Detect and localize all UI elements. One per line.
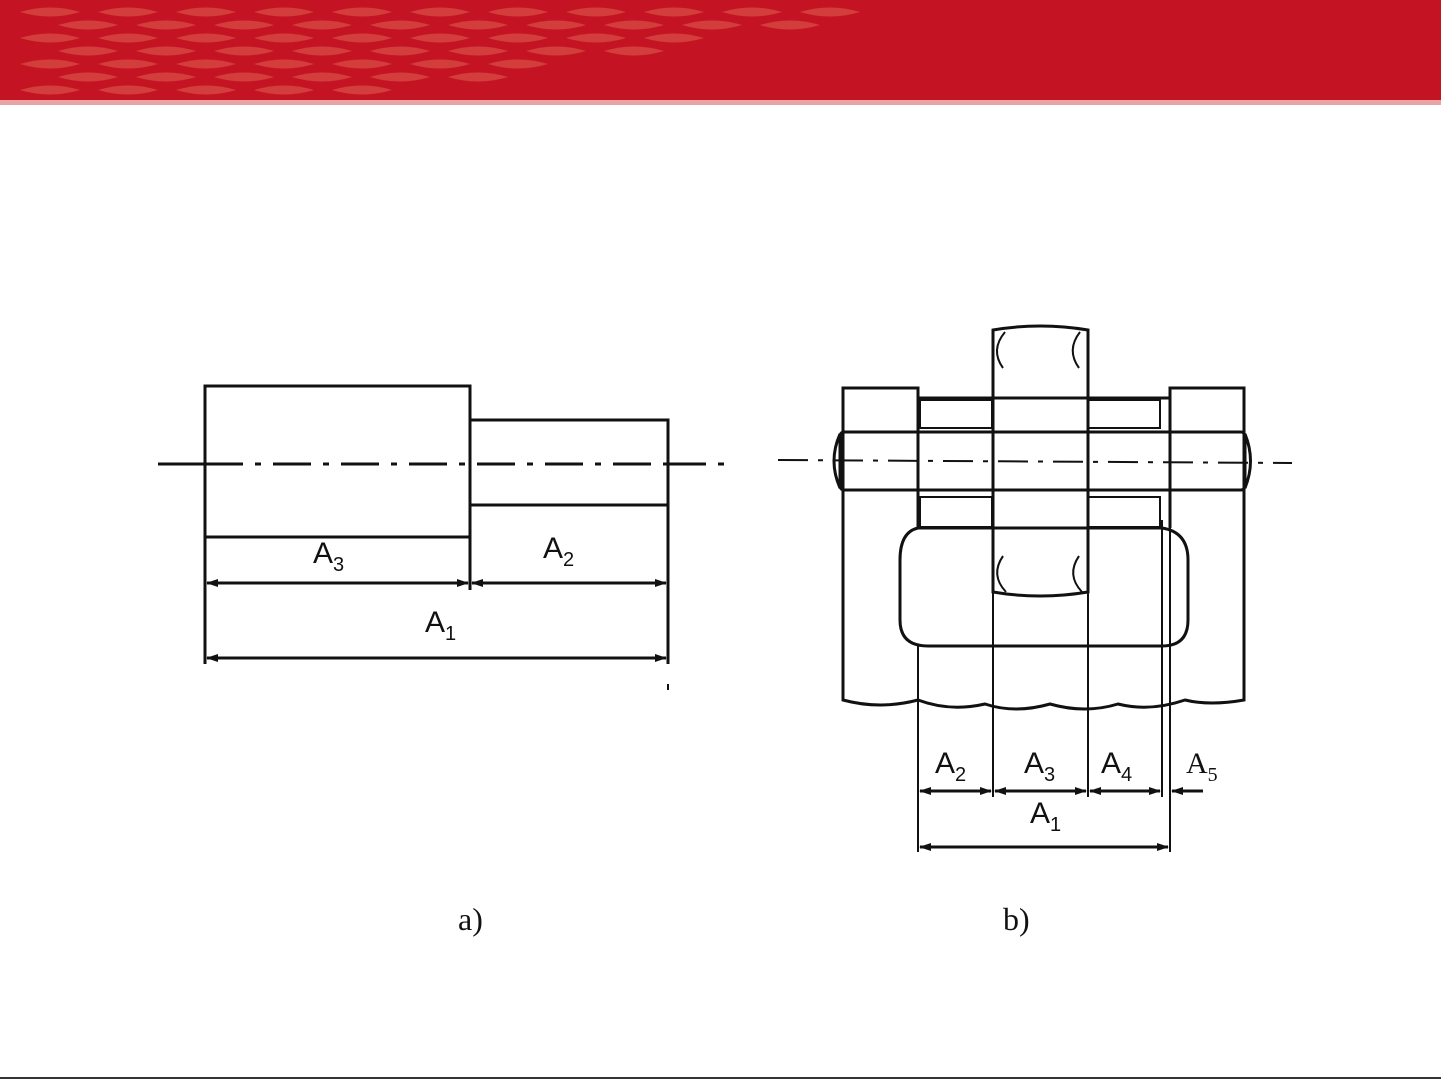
figure-b-gear-assembly: A2 A3 A4 A5 A1 b) — [778, 326, 1292, 937]
dim-label-b-a3: A3 — [1024, 747, 1055, 786]
figure-a-stepped-shaft: A3 A2 A1 a) — [158, 386, 728, 937]
dim-label-b-a5: A5 — [1186, 747, 1218, 786]
dim-label-a2: A2 — [543, 532, 574, 571]
dim-label-b-a2: A2 — [935, 747, 966, 786]
header-banner — [0, 0, 1441, 105]
caption-b: b) — [1003, 901, 1030, 937]
dim-label-a1: A1 — [425, 606, 456, 645]
dim-label-b-a4: A4 — [1101, 747, 1132, 786]
caption-a: a) — [458, 901, 483, 937]
dim-label-b-a1: A1 — [1030, 797, 1061, 836]
dim-label-a3: A3 — [313, 537, 344, 576]
